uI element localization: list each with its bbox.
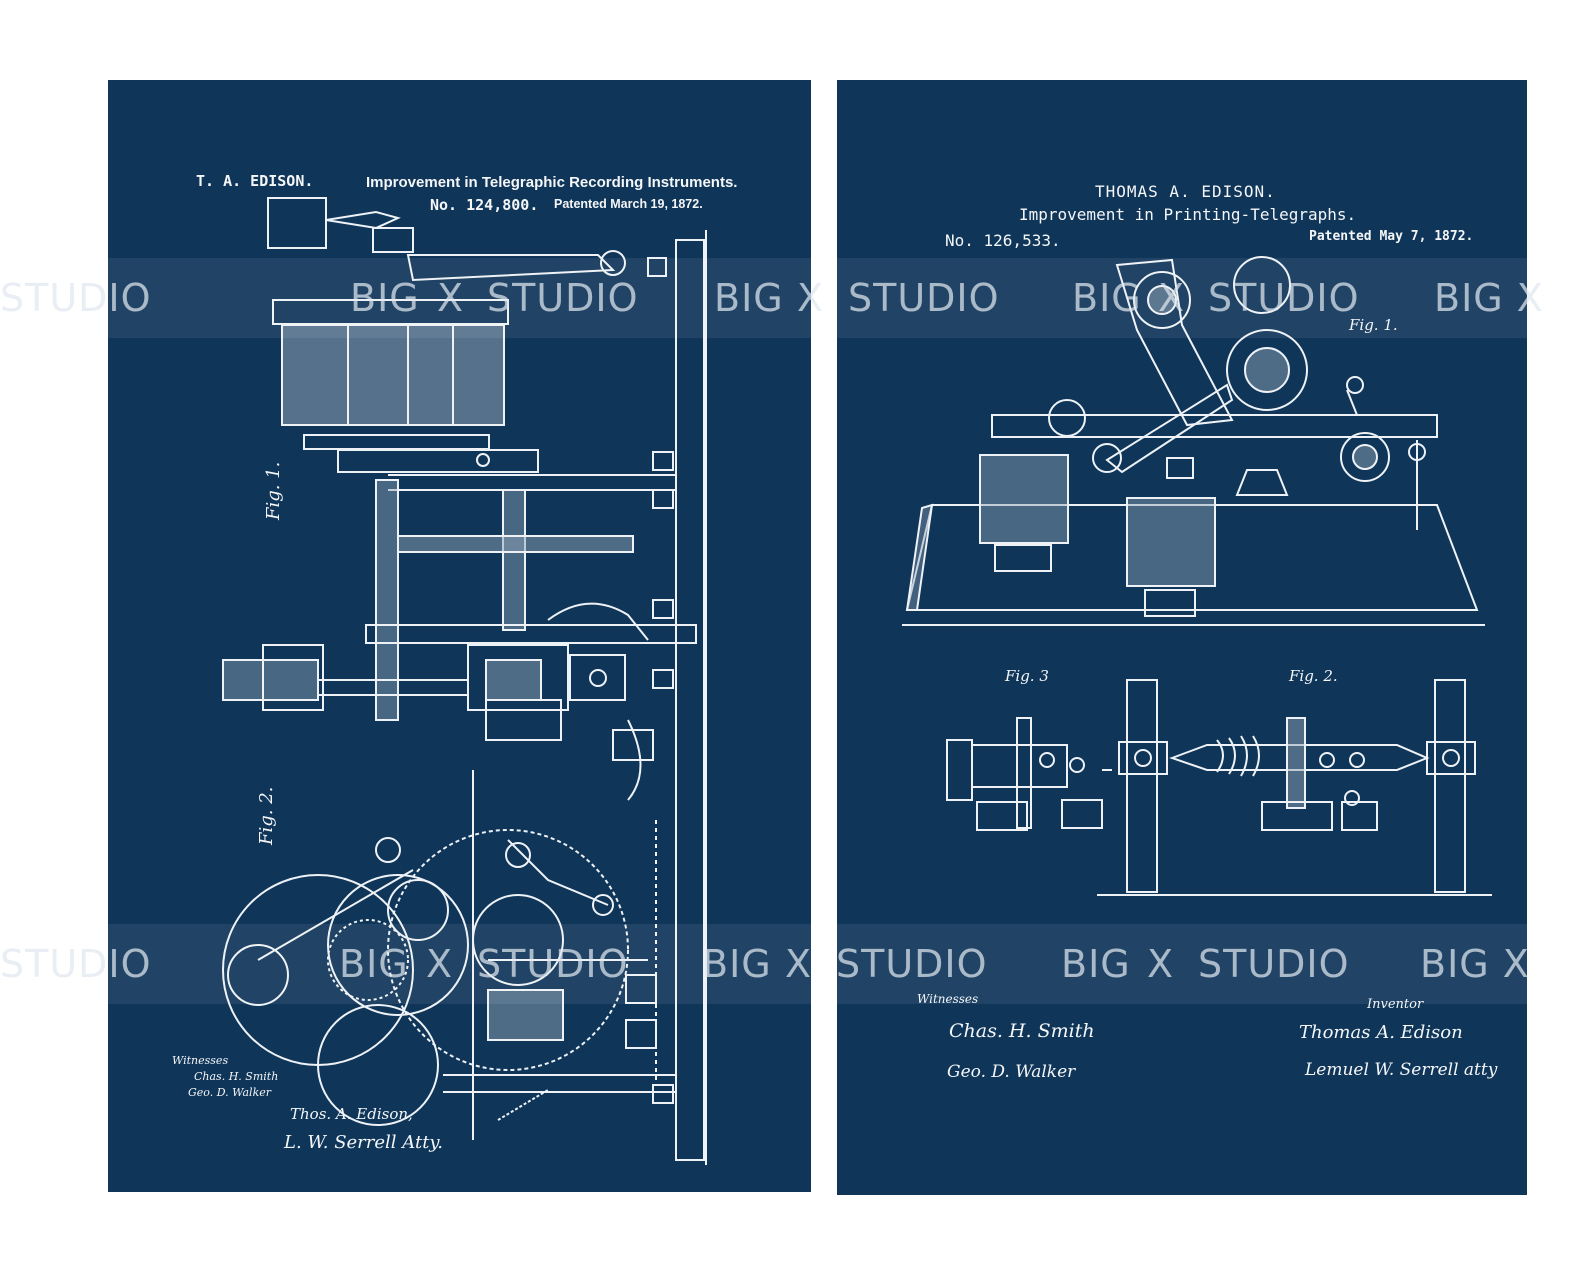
left-witnesses-label: Witnesses xyxy=(172,1054,229,1067)
left-fig2-label: Fig. 2. xyxy=(256,786,277,845)
right-fig3-label: Fig. 3 xyxy=(1005,667,1049,685)
right-attorney-signature: Lemuel W. Serrell atty xyxy=(1305,1060,1498,1080)
watermark-band-top xyxy=(0,258,1588,338)
watermark-word: STUDIO xyxy=(477,942,629,986)
right-patent-title: Improvement in Printing-Telegraphs. xyxy=(1019,205,1357,224)
watermark-partial: BIG X xyxy=(1434,276,1544,320)
right-inventor-name: THOMAS A. EDISON. xyxy=(1095,182,1276,201)
patent-panel-printing-telegraphs: THOMAS A. EDISON. Improvement in Printin… xyxy=(837,80,1527,1195)
left-witness-1: Chas. H. Smith xyxy=(194,1070,279,1083)
left-patent-title: Improvement in Telegraphic Recording Ins… xyxy=(366,174,738,191)
watermark-word: STUDIO xyxy=(487,276,639,320)
right-fig2-label: Fig. 2. xyxy=(1289,667,1338,685)
watermark-word: STUDIO xyxy=(1198,942,1350,986)
watermark-separator: X xyxy=(426,942,454,986)
right-inventor-label: Inventor xyxy=(1367,997,1424,1012)
watermark-word: STUDIO xyxy=(1208,276,1360,320)
right-witnesses-label: Witnesses xyxy=(917,992,979,1006)
watermark-brand: BIG xyxy=(1072,276,1142,320)
right-patent-date: Patented May 7, 1872. xyxy=(1309,229,1474,244)
watermark-brand: BIG xyxy=(702,942,772,986)
watermark-word: STUDIO xyxy=(0,276,152,320)
watermark-separator: X xyxy=(785,942,813,986)
watermark-brand: BIG xyxy=(339,942,409,986)
watermark-band-bottom xyxy=(0,924,1588,1004)
patent-panel-telegraphic-recording: T. A. EDISON. Improvement in Telegraphic… xyxy=(108,80,811,1192)
left-fig1-label: Fig. 1. xyxy=(263,461,284,520)
left-inventor-name: T. A. EDISON. xyxy=(196,172,314,190)
watermark-separator: X xyxy=(797,276,825,320)
watermark-brand: BIG xyxy=(714,276,784,320)
watermark-separator: X xyxy=(1158,276,1186,320)
right-fig1-label: Fig. 1. xyxy=(1349,316,1398,334)
left-patent-date: Patented March 19, 1872. xyxy=(554,197,703,211)
left-attorney-signature: L. W. Serrell Atty. xyxy=(284,1132,443,1153)
patent-drawing-printing-telegraphs xyxy=(902,256,1492,896)
watermark-word: STUDIO xyxy=(848,276,1000,320)
right-inventor-signature: Thomas A. Edison xyxy=(1299,1022,1463,1043)
left-inventor-signature: Thos. A. Edison, xyxy=(290,1105,413,1123)
left-witness-2: Geo. D. Walker xyxy=(188,1086,271,1099)
watermark-word: STUDIO xyxy=(0,942,152,986)
watermark-brand: BIG xyxy=(1061,942,1131,986)
right-patent-number: No. 126,533. xyxy=(945,231,1061,250)
right-witness-2: Geo. D. Walker xyxy=(947,1062,1076,1082)
watermark-word: STUDIO xyxy=(836,942,988,986)
right-witness-1: Chas. H. Smith xyxy=(949,1020,1095,1042)
left-patent-number: No. 124,800. xyxy=(430,196,539,214)
watermark-separator: X xyxy=(437,276,465,320)
patent-drawing-telegraphic-recording xyxy=(222,197,707,1165)
watermark-brand: BIG xyxy=(350,276,420,320)
watermark-partial: BIG X xyxy=(1420,942,1530,986)
watermark-separator: X xyxy=(1147,942,1175,986)
